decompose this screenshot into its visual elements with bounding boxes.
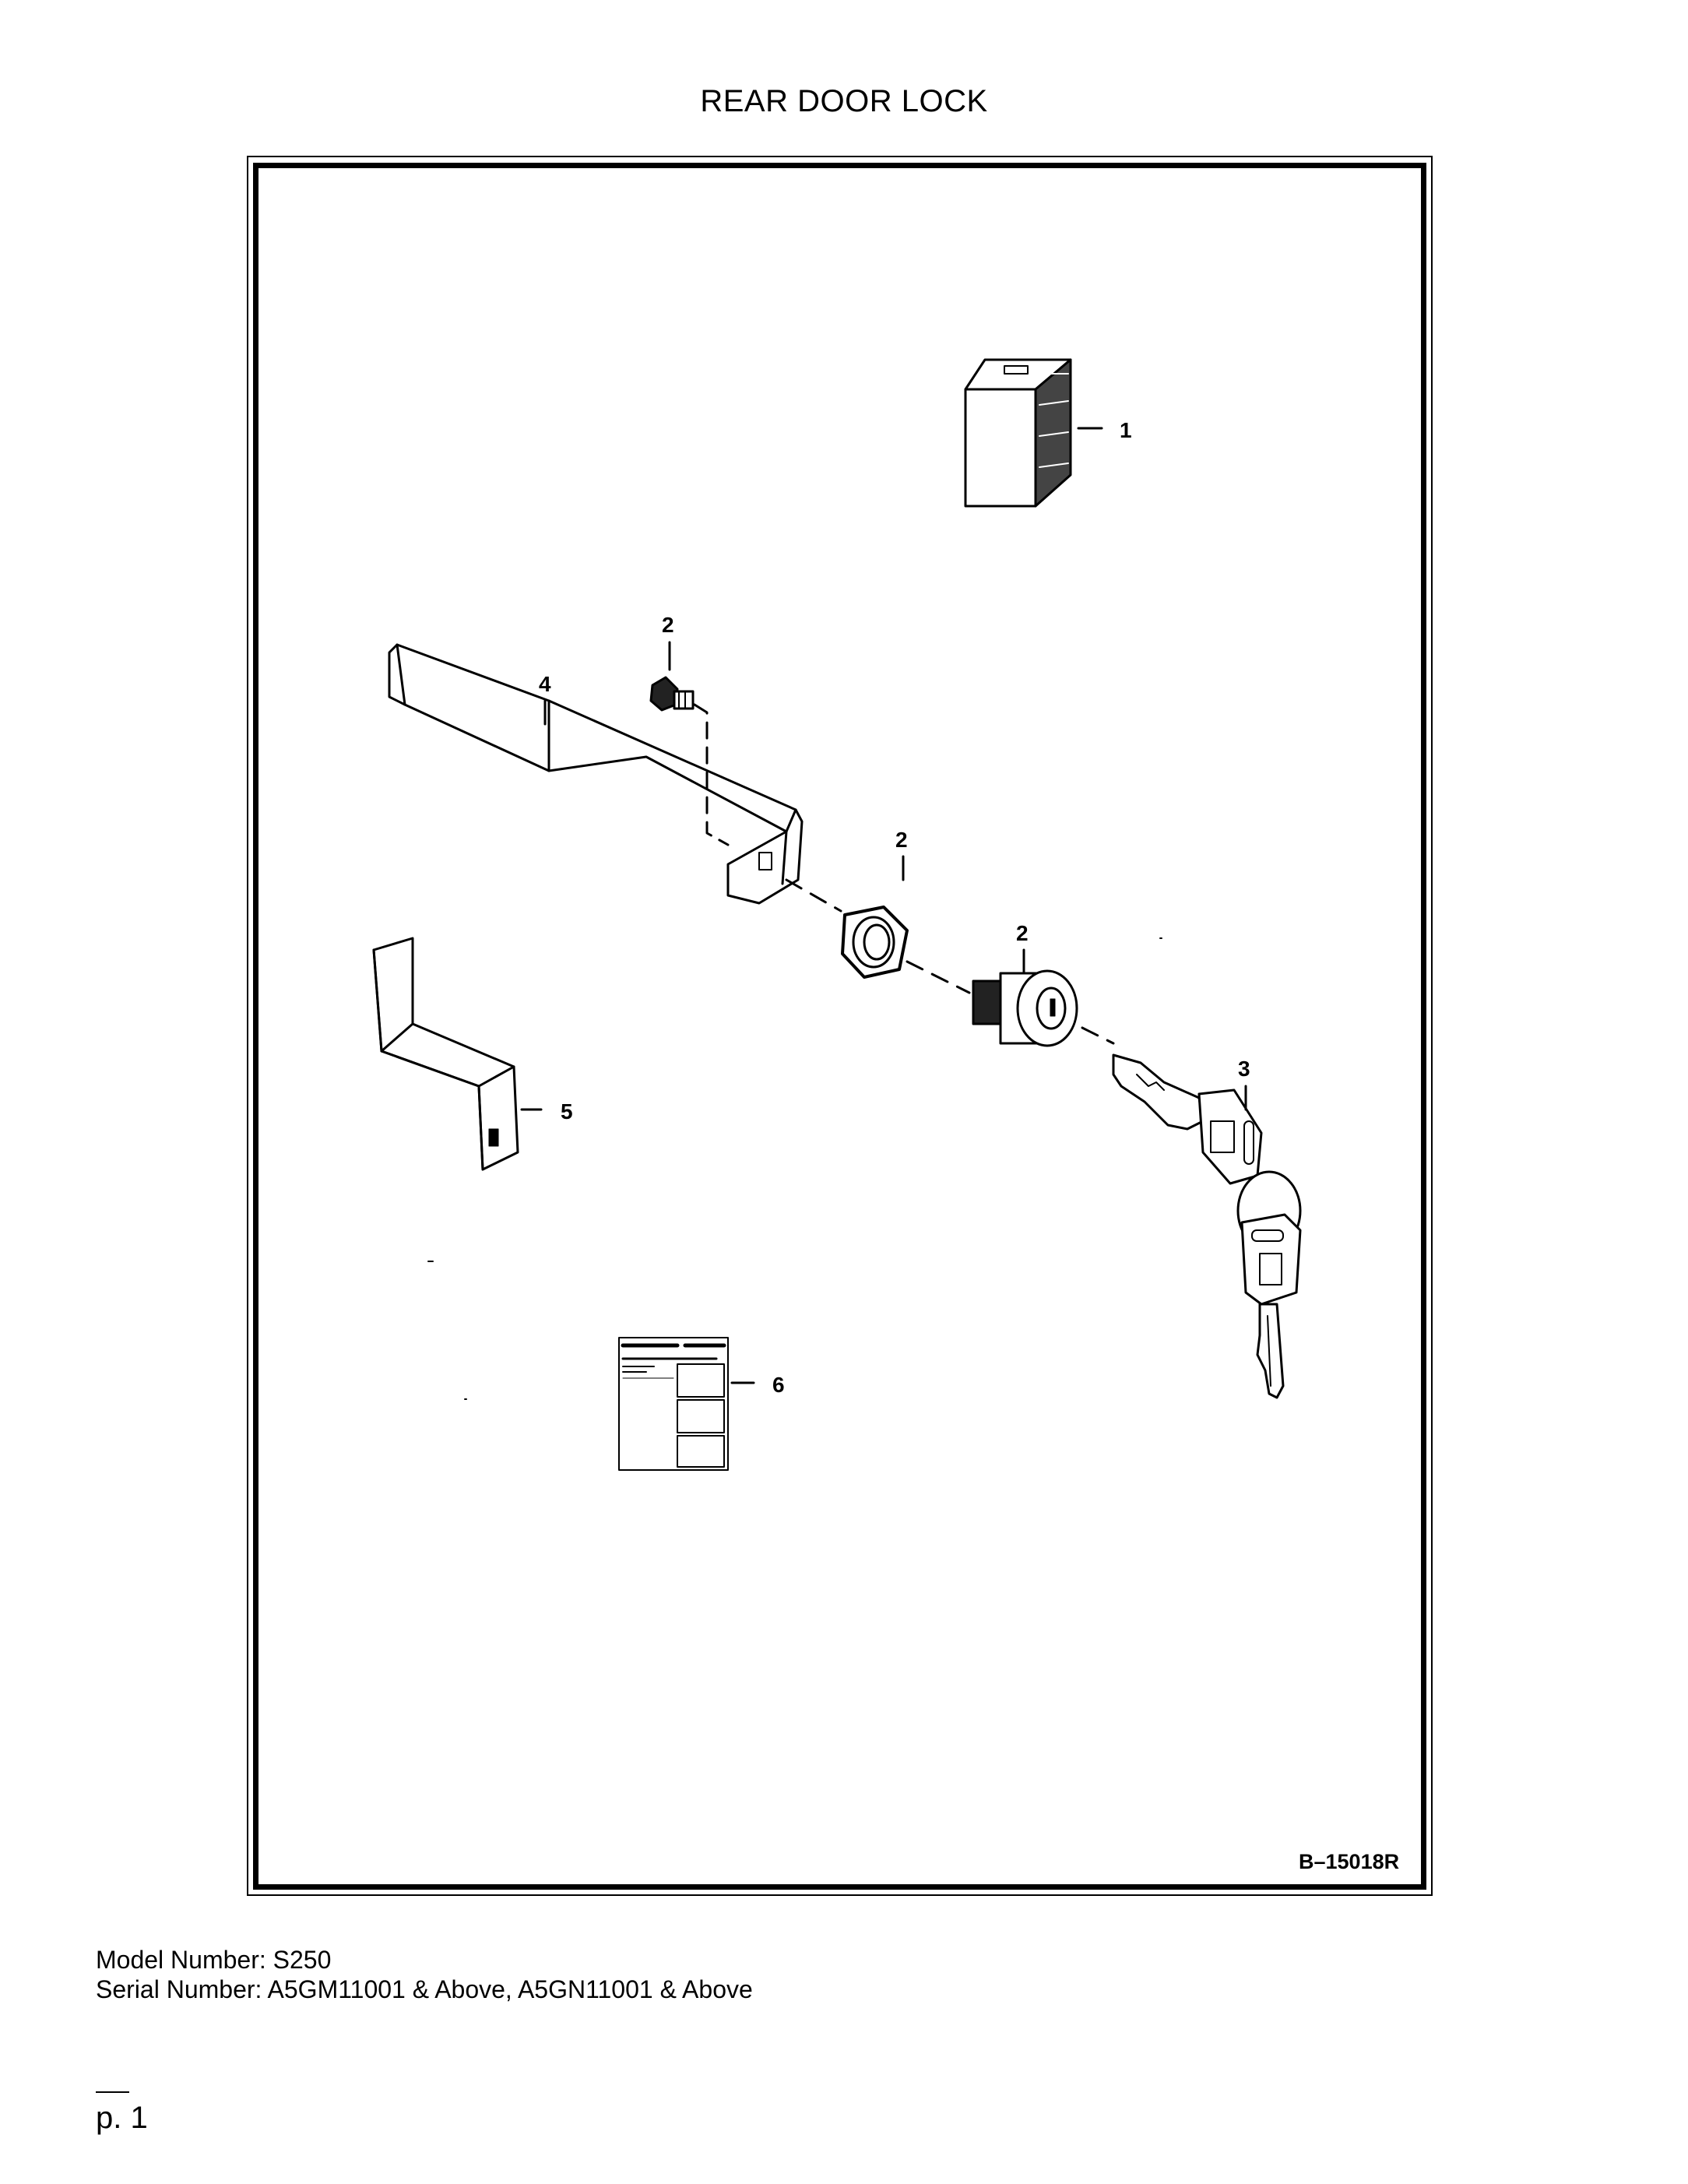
callout-4: 4 — [539, 672, 551, 696]
callout-2-screw: 2 — [662, 613, 674, 637]
part-4-latch-bar — [388, 643, 804, 905]
callout-1: 1 — [1120, 418, 1132, 442]
assembly-line-screw — [693, 703, 730, 846]
part-6-decal — [618, 1337, 729, 1471]
diagram-frame-outer — [247, 156, 1433, 1896]
part-2-cylinder — [972, 969, 1078, 1047]
callout-2-cylinder: 2 — [1016, 921, 1029, 945]
page-number: p. 1 — [96, 2101, 148, 2135]
page-rule — [96, 2091, 129, 2093]
assembly-line-3 — [1081, 1026, 1115, 1045]
drawing-id: B–15018R — [1299, 1850, 1400, 1873]
page-title: REAR DOOR LOCK — [700, 84, 988, 118]
callout-6: 6 — [772, 1373, 785, 1397]
part-2-screw — [649, 676, 695, 712]
callout-5: 5 — [561, 1099, 573, 1124]
model-info: Model Number: S250 Serial Number: A5GM11… — [96, 1945, 753, 2004]
part-3-keys — [1112, 1053, 1302, 1399]
part-2-nut — [841, 906, 909, 979]
diagram-frame — [253, 163, 1426, 1890]
callout-3: 3 — [1238, 1057, 1250, 1081]
part-1-block — [964, 358, 1072, 508]
assembly-line-1 — [785, 878, 842, 913]
model-number: Model Number: S250 — [96, 1946, 332, 1974]
callout-2-nut: 2 — [895, 828, 908, 852]
part-5-bracket — [372, 937, 519, 1171]
serial-number: Serial Number: A5GM11001 & Above, A5GN11… — [96, 1975, 753, 2003]
assembly-line-2 — [906, 960, 971, 994]
